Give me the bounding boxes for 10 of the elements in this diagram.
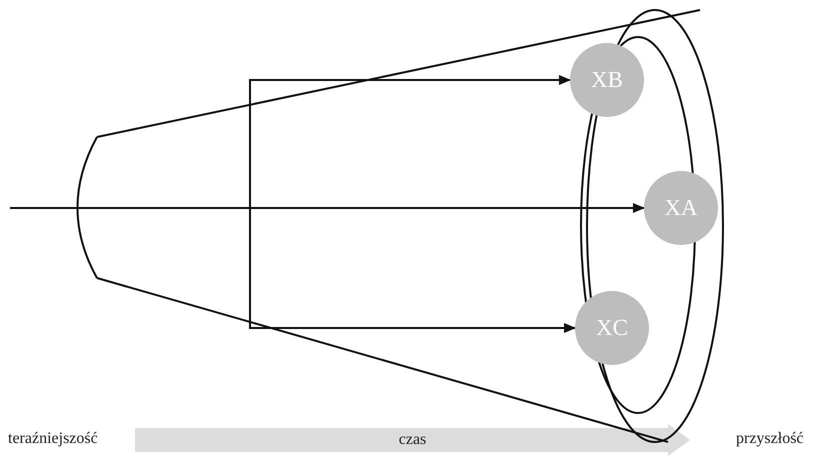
arrow <box>249 75 571 208</box>
time-arrow <box>135 424 690 456</box>
time-point-label: przyszłość <box>736 430 804 448</box>
time-point-label: teraźniejszość <box>8 430 98 448</box>
arrow <box>10 203 645 213</box>
outcome-circle: XB <box>570 43 644 117</box>
outcome-circle: XC <box>575 291 649 365</box>
arrow <box>249 208 576 333</box>
time-label: czas <box>398 431 426 449</box>
outcome-circle: XA <box>644 171 718 245</box>
